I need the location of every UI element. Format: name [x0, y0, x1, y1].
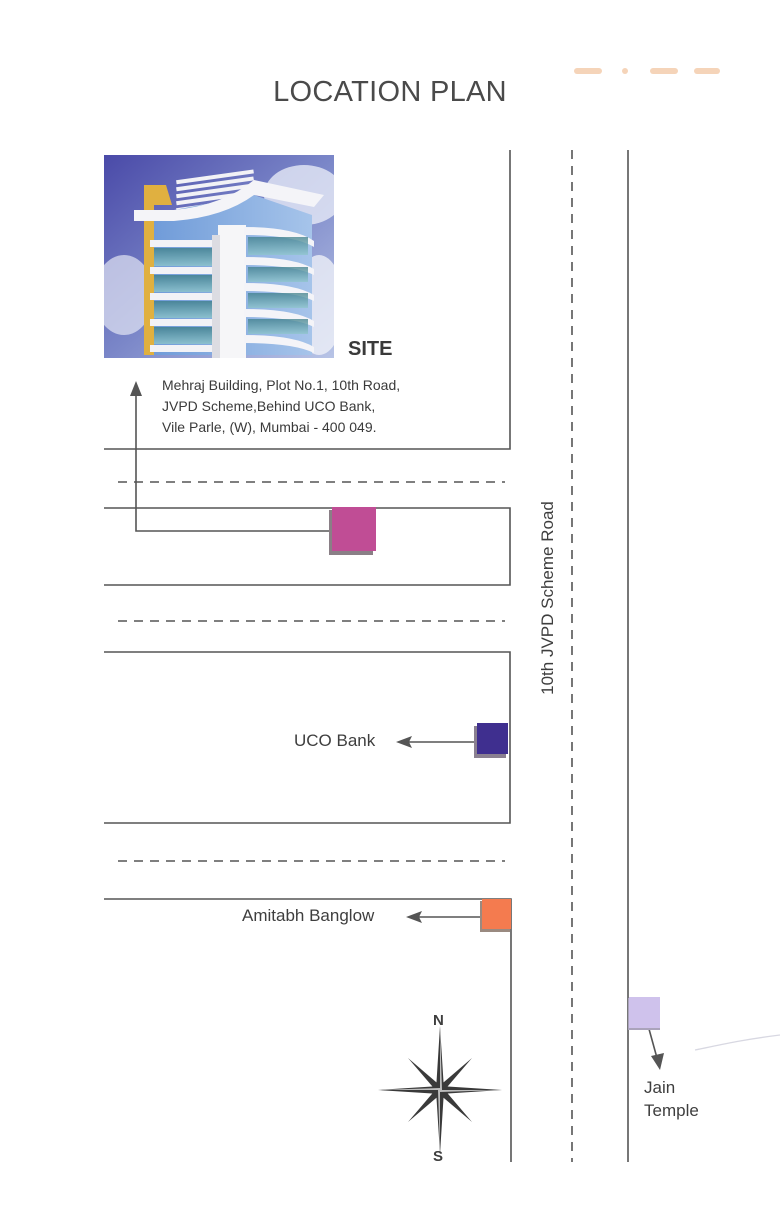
pencil-mark	[694, 1034, 780, 1051]
uco-arrow-head	[396, 736, 412, 748]
block-2-outline	[104, 507, 511, 586]
jain-temple-line-2: Temple	[644, 1101, 699, 1120]
address-line: Vile Parle, (W), Mumbai - 400 049.	[162, 419, 377, 435]
amitabh-arrow-head	[406, 911, 422, 923]
site-address: Mehraj Building, Plot No.1, 10th Road, J…	[162, 375, 400, 438]
address-line: Mehraj Building, Plot No.1, 10th Road,	[162, 377, 401, 393]
landmark-jain-temple-label: Jain Temple	[644, 1076, 699, 1122]
compass-north-label: N	[433, 1012, 444, 1029]
site-pointer-line	[135, 392, 332, 532]
block-4-outline	[104, 898, 512, 1162]
page-title: LOCATION PLAN	[273, 76, 507, 108]
landmark-uco-bank-label: UCO Bank	[294, 731, 376, 750]
site-block-outline	[104, 150, 511, 450]
site-building-photo	[104, 155, 334, 358]
landmark-amitabh-banglow-label: Amitabh Banglow	[242, 906, 375, 925]
amitabh-banglow-marker	[480, 899, 511, 932]
compass-south-label: S	[433, 1148, 444, 1165]
site-arrow-head	[130, 381, 142, 396]
road-name: 10th JVPD Scheme Road	[538, 501, 557, 695]
jain-arrow-head	[651, 1053, 664, 1070]
block-3-outline	[104, 651, 511, 824]
compass-rose-icon	[378, 1026, 502, 1154]
site-marker	[329, 507, 376, 555]
address-line: JVPD Scheme,Behind UCO Bank,	[162, 398, 376, 414]
site-label: SITE	[348, 338, 393, 360]
uco-bank-marker	[474, 723, 508, 758]
paper-stain	[574, 68, 724, 78]
jain-temple-line-1: Jain	[644, 1078, 676, 1097]
jain-temple-marker	[628, 997, 660, 1030]
jain-pointer-line	[648, 1028, 658, 1059]
